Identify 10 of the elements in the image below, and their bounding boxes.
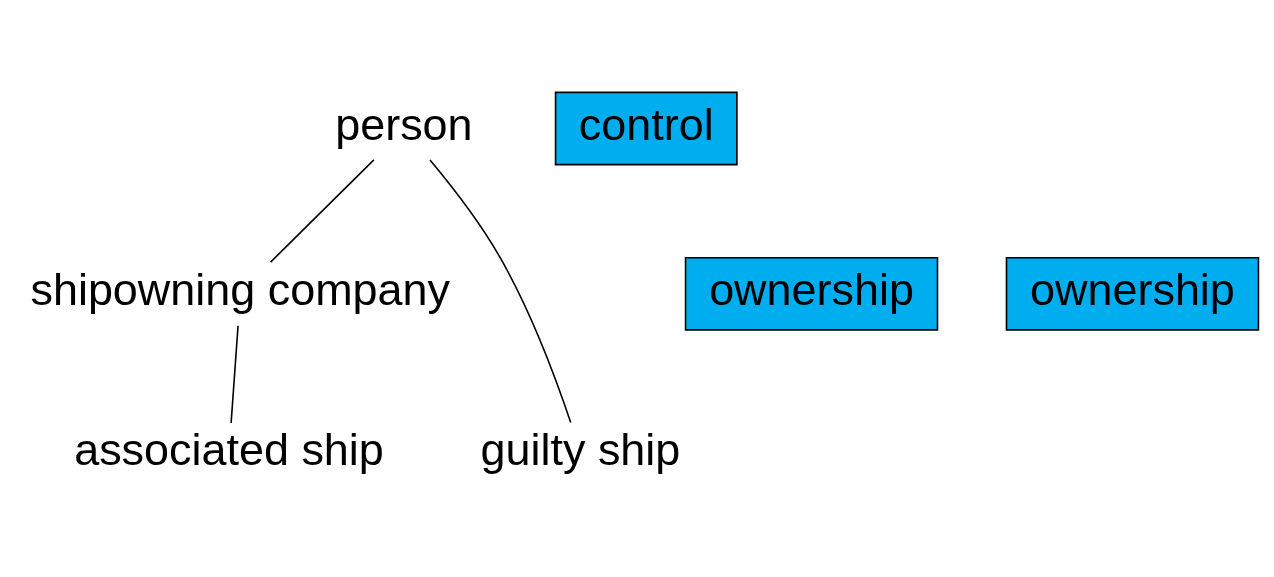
node-box: ownership: [684, 256, 939, 331]
node-text: person: [335, 98, 473, 150]
node-text: associated ship: [74, 423, 384, 475]
node-box: control: [554, 91, 738, 165]
node-text: guilty ship: [480, 423, 681, 475]
connector: [269, 158, 375, 263]
connector: [230, 324, 239, 424]
node-box: ownership: [1005, 256, 1260, 331]
connector: [429, 158, 572, 423]
node-text: shipowning company: [30, 263, 450, 315]
